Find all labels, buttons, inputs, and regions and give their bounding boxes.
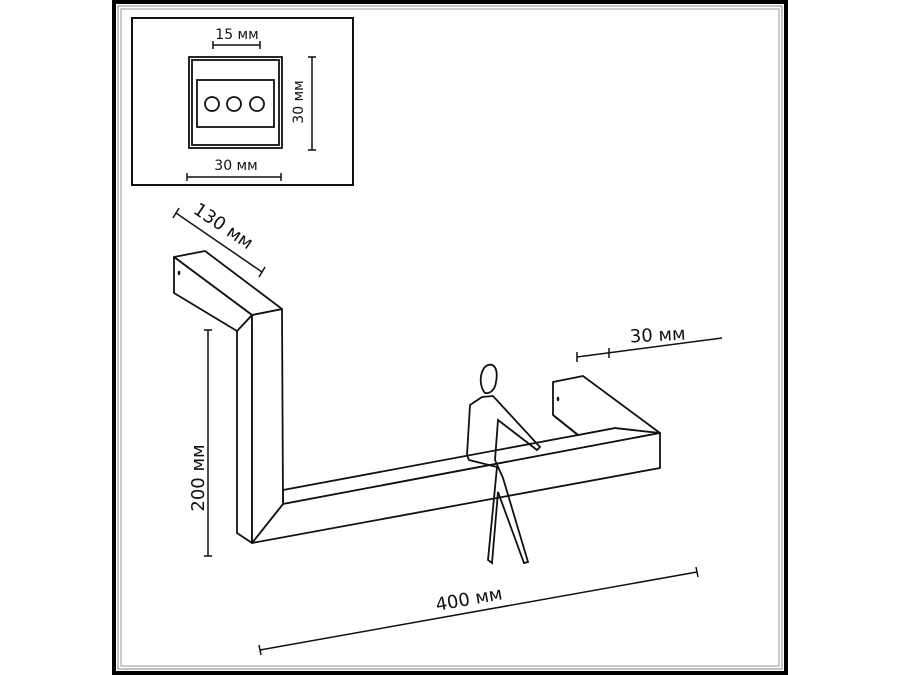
height-label: 200 мм (188, 444, 209, 511)
led-panel (196, 79, 275, 128)
dim-height (204, 329, 212, 557)
dim-length (258, 566, 699, 656)
person-scale-figure (466, 363, 542, 565)
inset-height-label: 30 мм (291, 80, 307, 123)
lamp-body (173, 250, 661, 544)
cross-section-inset: 15 мм 30 мм 30 мм (131, 17, 354, 186)
led-icon (249, 96, 265, 112)
length-label: 400 мм (434, 583, 504, 615)
profile-outline (188, 56, 283, 149)
led-icon (226, 96, 242, 112)
inset-width-top-label: 15 мм (215, 27, 258, 43)
dim-inset-right (308, 56, 316, 151)
dim-inset-top (212, 41, 261, 49)
led-icon (204, 96, 220, 112)
profile-label: 30 мм (629, 324, 686, 348)
dim-depth (172, 207, 266, 278)
dim-inset-bottom (186, 173, 282, 181)
inset-width-bottom-label: 30 мм (214, 158, 257, 174)
dim-profile (576, 337, 723, 362)
page-frame (112, 0, 788, 675)
